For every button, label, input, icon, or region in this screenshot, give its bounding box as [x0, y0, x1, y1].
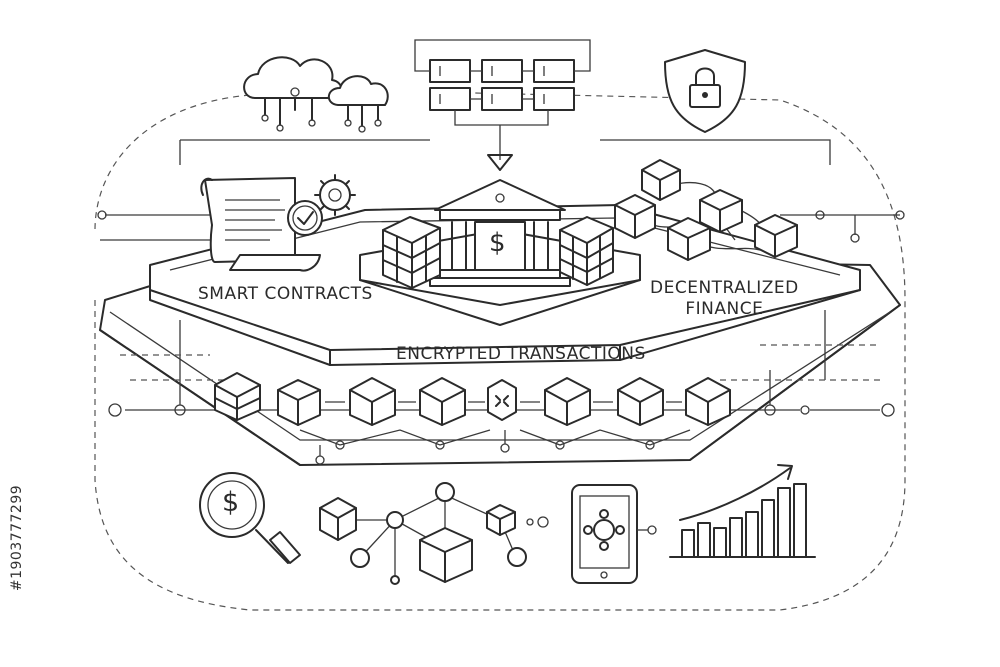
chain-block-2	[277, 379, 321, 426]
cube-stack-left	[382, 216, 441, 289]
watermark: #1903777299	[2, 420, 32, 660]
outer-dashed-frame	[94, 91, 906, 611]
watermark-id: #1903777299	[9, 484, 25, 592]
defi-label-line2: FINANCE	[685, 299, 764, 319]
smartphone-icon	[571, 484, 657, 584]
chain-block-7	[685, 377, 731, 426]
magnifier-dollar-sign: $	[222, 487, 240, 518]
block-network-icon	[319, 482, 549, 585]
smart-contract-document-icon	[200, 177, 321, 272]
cloud-small-icon	[327, 75, 389, 133]
chain-block-5	[544, 377, 591, 426]
chain-block-6	[617, 377, 664, 426]
bank-dollar-sign: $	[489, 228, 507, 258]
smart-contracts-label: SMART CONTRACTS	[198, 284, 373, 304]
server-rack-icon	[414, 39, 591, 171]
chain-block-1	[214, 372, 261, 421]
chain-block-3	[349, 377, 396, 426]
growth-bar-chart-icon	[669, 464, 816, 558]
decentralized-finance-label: DECENTRALIZED FINANCE	[650, 278, 799, 320]
circuit-lines-upper	[97, 139, 905, 243]
magnifier-dollar-icon	[199, 472, 301, 564]
gear-icon	[314, 174, 356, 216]
chain-block-4	[419, 377, 466, 426]
bank-icon	[429, 179, 571, 287]
checkmark-badge-icon	[287, 200, 323, 236]
chain-lock-node-icon	[487, 379, 517, 421]
cloud-icon	[243, 56, 343, 132]
blockchain-blocks	[214, 372, 731, 426]
shield-lock-icon	[664, 49, 746, 133]
defi-label-line1: DECENTRALIZED	[650, 278, 799, 298]
encrypted-transactions-label: ENCRYPTED TRANSACTIONS	[396, 344, 646, 364]
cube-stack-right	[559, 216, 614, 286]
defi-cube-network	[614, 159, 798, 261]
